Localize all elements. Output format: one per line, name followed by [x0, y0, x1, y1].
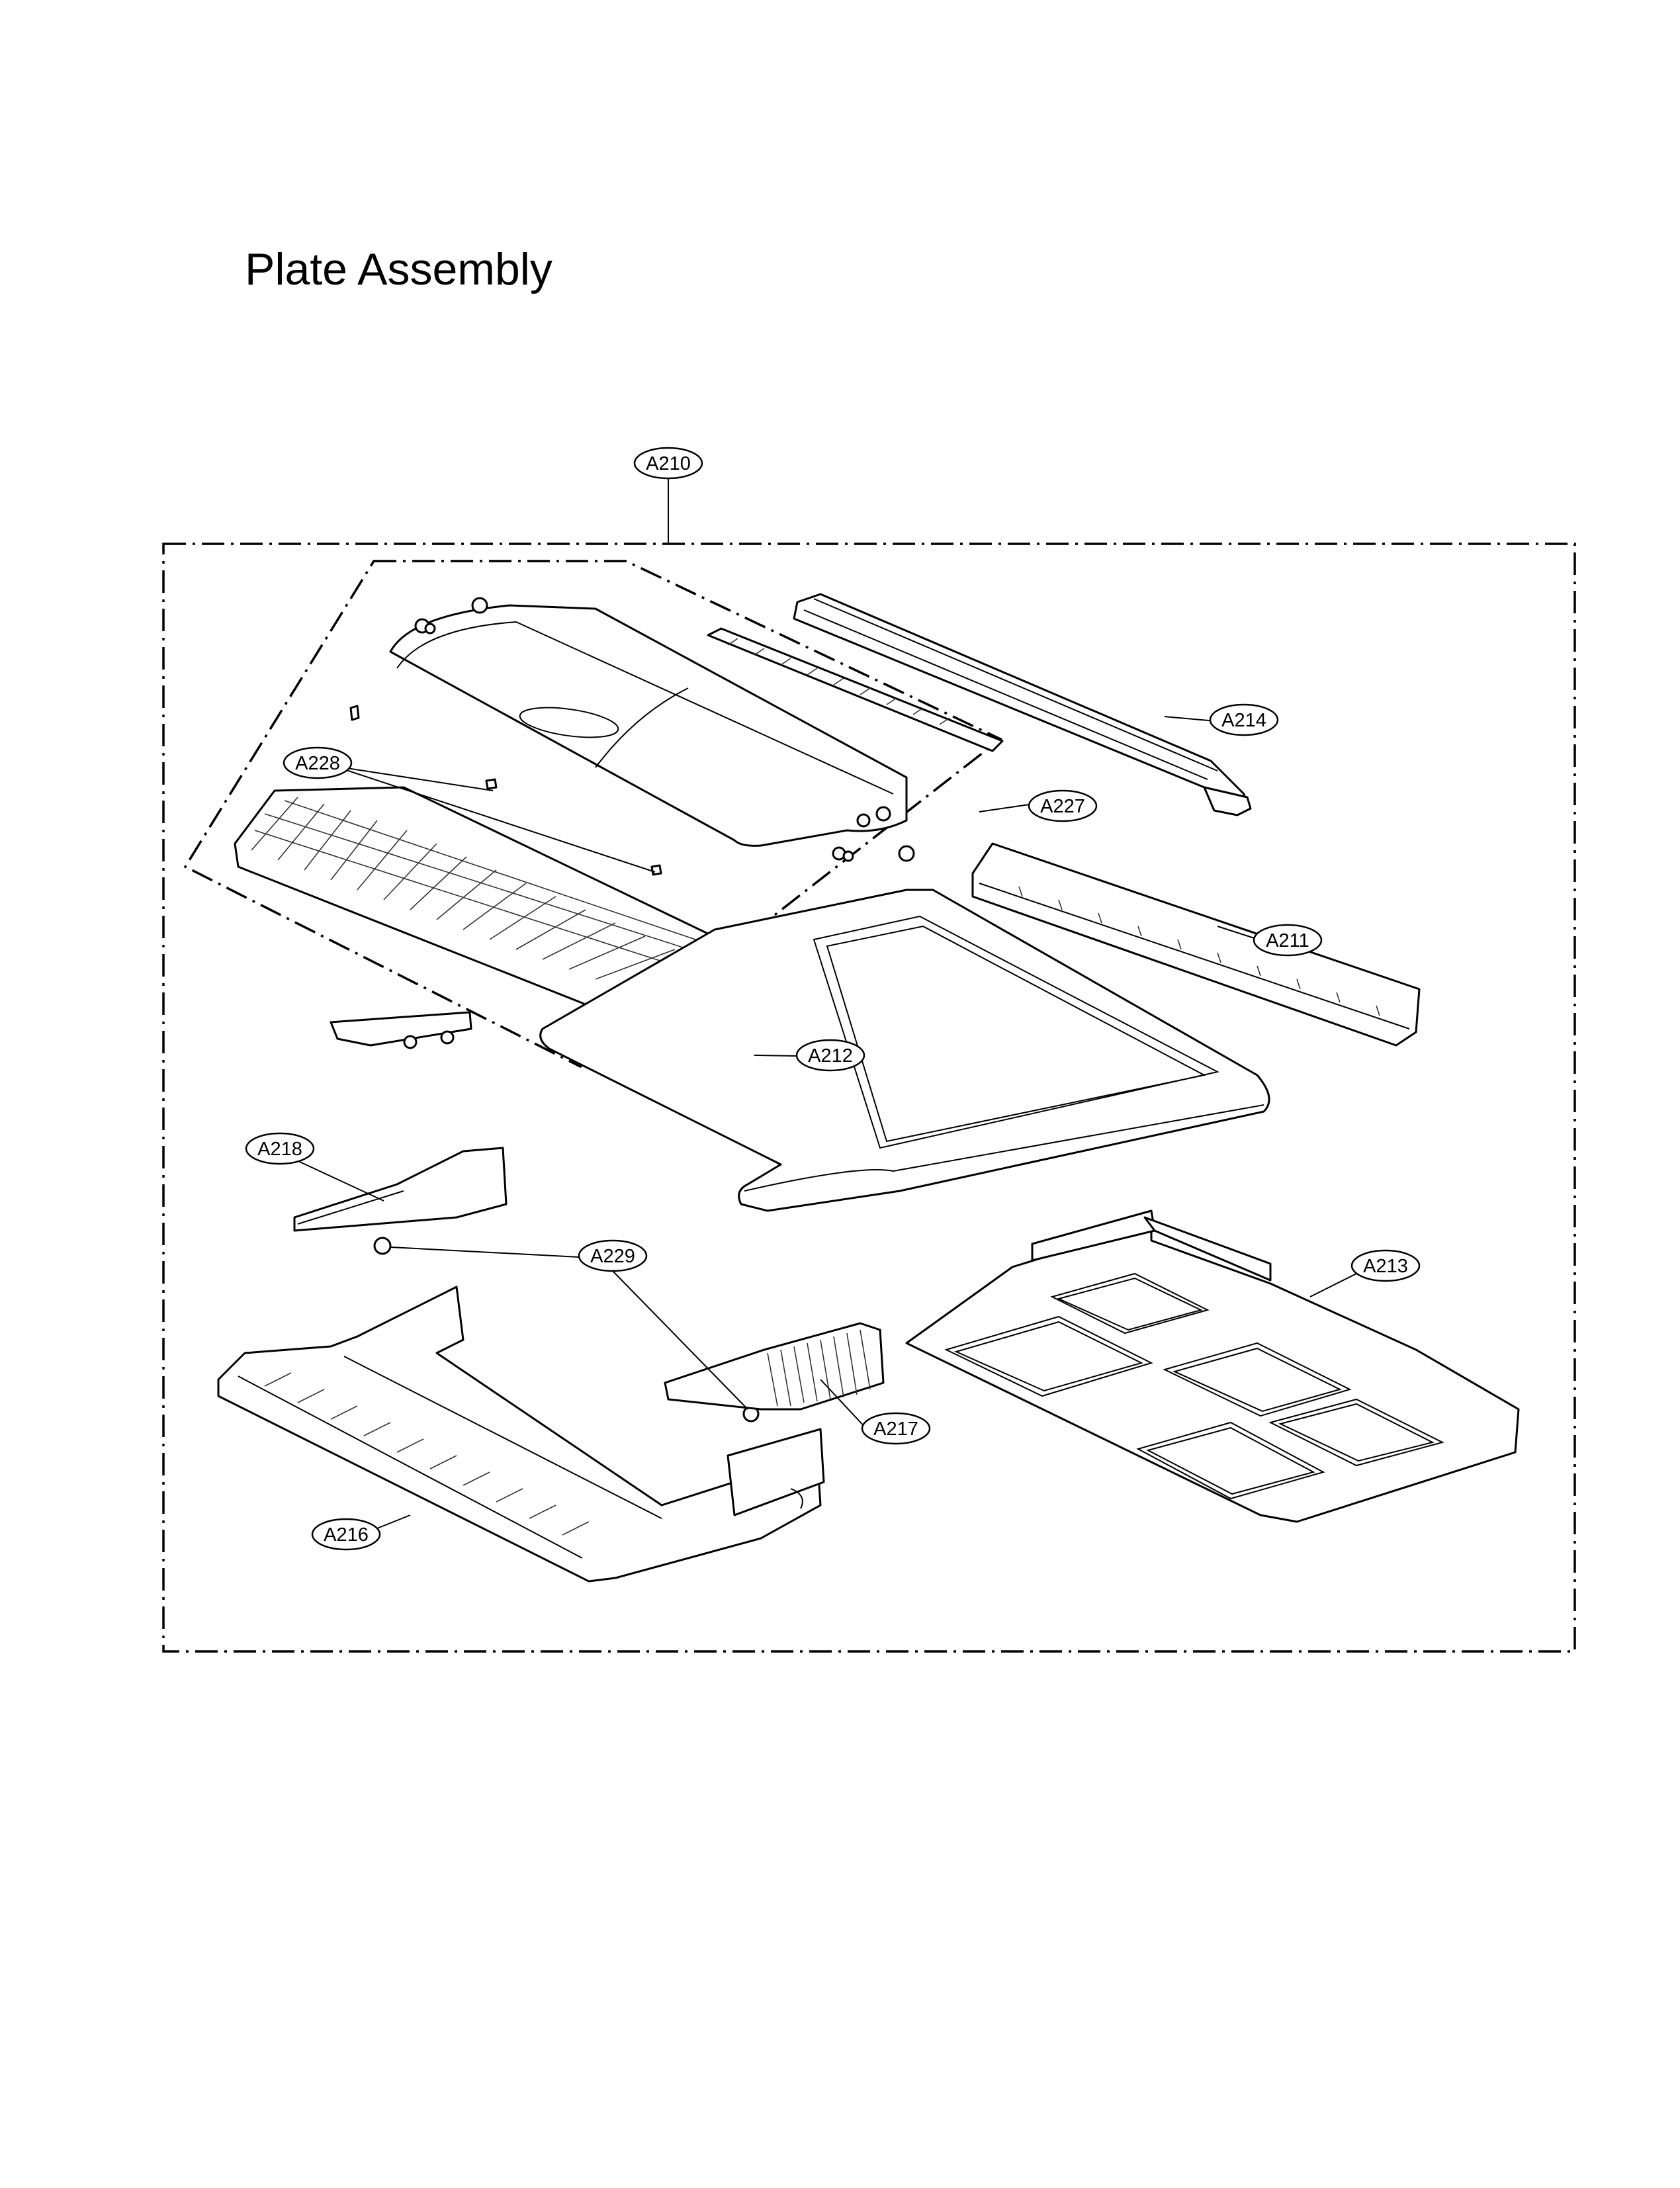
callout-a217: A217: [861, 1412, 931, 1445]
callout-label-a216: A216: [324, 1524, 369, 1546]
callout-a216: A216: [311, 1518, 381, 1551]
callout-label-a212: A212: [808, 1045, 853, 1067]
part-a218-bracket: [293, 1147, 508, 1232]
callout-label-a227: A227: [1040, 796, 1085, 817]
callout-a212: A212: [795, 1039, 865, 1072]
callout-label-a210: A210: [646, 453, 691, 474]
callout-label-a228: A228: [295, 753, 340, 774]
part-grille-panel: [234, 786, 759, 1009]
callout-a210: A210: [633, 447, 703, 480]
part-a214-rail: [793, 593, 1252, 816]
part-a216-base-tray: [217, 1286, 825, 1583]
part-fasteners: [349, 597, 915, 876]
callout-a211: A211: [1253, 924, 1323, 957]
callout-a214: A214: [1209, 703, 1279, 736]
part-a229-washer-1: [373, 1237, 392, 1255]
callout-label-a213: A213: [1363, 1256, 1408, 1277]
subassembly-boundary-a227: [183, 560, 1003, 1069]
callout-a227: A227: [1028, 789, 1098, 822]
part-a217-grille-strip: [664, 1322, 885, 1411]
part-a213-base-plate: [905, 1209, 1520, 1523]
callout-a229: A229: [578, 1239, 648, 1272]
callout-a213: A213: [1350, 1249, 1421, 1282]
callout-label-a217: A217: [873, 1419, 918, 1440]
callout-label-a211: A211: [1266, 930, 1309, 951]
callout-label-a229: A229: [590, 1246, 635, 1267]
part-a212-top-plate: [330, 889, 1270, 1212]
callout-label-a218: A218: [257, 1139, 302, 1160]
leader-lines: [290, 479, 1364, 1529]
callout-a218: A218: [245, 1132, 315, 1165]
callout-label-a214: A214: [1221, 710, 1266, 731]
callout-a228: A228: [283, 746, 353, 779]
part-hinge-strip: [707, 627, 1004, 752]
page-title: Plate Assembly: [245, 244, 553, 294]
assembly-boundary: [162, 543, 1576, 1653]
part-a211-side-rail: [971, 842, 1421, 1047]
